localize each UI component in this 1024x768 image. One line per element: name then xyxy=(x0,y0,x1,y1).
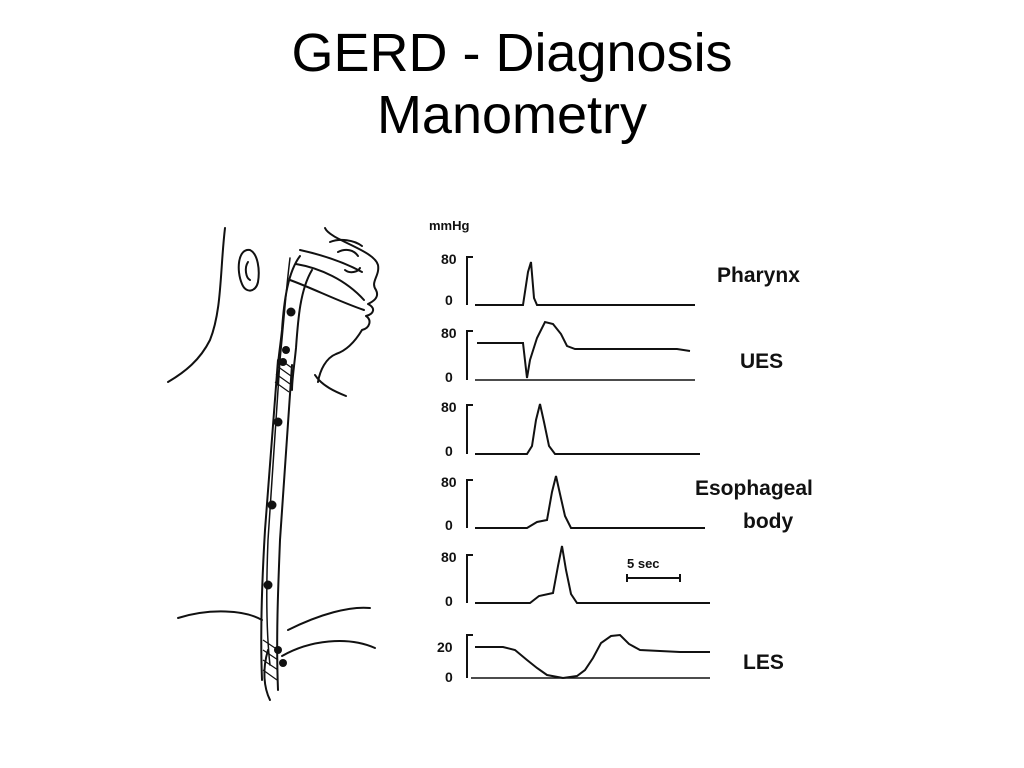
shoulder-outline xyxy=(177,610,263,621)
label-pharynx: Pharynx xyxy=(717,264,800,287)
les-axis xyxy=(466,634,473,678)
les-tick-top: 20 xyxy=(437,639,453,655)
pharynx-trace xyxy=(475,261,695,306)
throat-front-outline xyxy=(314,374,347,397)
stomach-outline xyxy=(263,649,271,701)
slide-title: GERD - Diagnosis Manometry xyxy=(0,22,1024,146)
pharynx-tick-bottom: 0 xyxy=(445,292,453,308)
unit-label: mmHg xyxy=(429,218,470,233)
time-scale-bar xyxy=(626,574,681,582)
title-line-1: GERD - Diagnosis xyxy=(291,23,733,83)
sensor-eso-2 xyxy=(267,500,277,510)
pharynx-tick-top: 80 xyxy=(441,251,457,267)
les-channel: 20 0 xyxy=(437,633,710,685)
eso3-tick-bottom: 0 xyxy=(445,593,453,609)
pharynx-channel: 80 0 xyxy=(441,251,695,308)
esophageal-channel-3: 80 0 5 sec xyxy=(441,545,710,609)
eso2-tick-bottom: 0 xyxy=(445,517,453,533)
esophagus-right-wall xyxy=(276,364,293,691)
sensor-pharynx xyxy=(286,307,296,317)
eso2-tick-top: 80 xyxy=(441,474,457,490)
eso3-trace xyxy=(475,545,710,604)
ues-axis xyxy=(466,330,473,380)
ues-tick-top: 80 xyxy=(441,325,457,341)
sensor-eso-3 xyxy=(263,580,273,590)
manometry-traces: mmHg 80 0 80 0 80 0 80 0 80 0 5 sec xyxy=(429,218,813,685)
label-les: LES xyxy=(743,651,784,674)
eso1-trace xyxy=(475,403,700,455)
esophageal-channel-1: 80 0 xyxy=(441,399,700,459)
eso3-tick-top: 80 xyxy=(441,549,457,565)
manometry-catheter xyxy=(265,257,291,666)
eso2-trace xyxy=(475,475,705,529)
les-trace xyxy=(475,633,710,680)
eso1-tick-top: 80 xyxy=(441,399,457,415)
nasal-cavity-outline xyxy=(299,249,363,273)
ues-trace xyxy=(477,320,691,379)
pharynx-axis xyxy=(466,256,473,305)
label-ues: UES xyxy=(740,350,783,373)
face-profile-outline xyxy=(317,227,380,383)
esophagus-left-wall xyxy=(260,359,279,681)
eso1-tick-bottom: 0 xyxy=(445,443,453,459)
label-esophageal-line1: Esophageal xyxy=(695,477,813,500)
sensor-ues-1 xyxy=(282,346,290,354)
les-tick-bottom: 0 xyxy=(445,669,453,685)
back-of-neck-outline xyxy=(167,227,226,383)
eso1-axis xyxy=(466,404,473,454)
ues-tick-bottom: 0 xyxy=(445,369,453,385)
ues-channel: 80 0 xyxy=(441,320,695,385)
esophagus-anatomy-illustration xyxy=(167,227,380,701)
time-scale-label: 5 sec xyxy=(627,556,660,571)
eso2-axis xyxy=(466,479,473,528)
sensor-eso-1 xyxy=(273,417,283,427)
label-esophageal-line2: body xyxy=(743,510,793,533)
ear-outline xyxy=(237,248,260,292)
title-line-2: Manometry xyxy=(376,85,648,145)
sensor-les-2 xyxy=(279,659,287,667)
eso3-axis xyxy=(466,554,473,603)
esophageal-channel-2: 80 0 xyxy=(441,474,705,533)
